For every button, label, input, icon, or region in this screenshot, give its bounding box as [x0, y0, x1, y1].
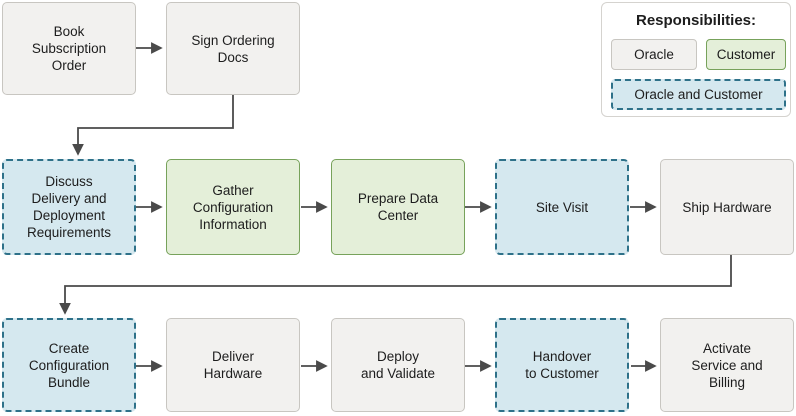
legend-responsibilities: Responsibilities: Oracle Customer Oracle… — [601, 2, 791, 117]
flow-step-sign-ordering-docs: Sign Ordering Docs — [166, 2, 300, 95]
flow-step-handover-to-customer: Handover to Customer — [495, 318, 629, 412]
flow-step-site-visit: Site Visit — [495, 159, 629, 255]
legend-swatch-oracle-and-customer: Oracle and Customer — [611, 79, 786, 110]
legend-swatch-oracle: Oracle — [611, 39, 697, 70]
flow-step-prepare-data-center: Prepare Data Center — [331, 159, 465, 255]
flow-step-ship-hardware: Ship Hardware — [660, 159, 794, 255]
flow-step-activate-service-and-billing: Activate Service and Billing — [660, 318, 794, 412]
flow-step-deliver-hardware: Deliver Hardware — [166, 318, 300, 412]
flow-step-book-subscription-order: Book Subscription Order — [2, 2, 136, 95]
legend-swatch-customer: Customer — [706, 39, 786, 70]
arrow-sign-to-discuss — [72, 95, 234, 156]
flow-step-deploy-and-validate: Deploy and Validate — [331, 318, 465, 412]
flow-step-discuss-delivery-deployment-requirements: Discuss Delivery and Deployment Requirem… — [2, 159, 136, 255]
flow-step-gather-configuration-information: Gather Configuration Information — [166, 159, 300, 255]
legend-title: Responsibilities: — [635, 12, 757, 29]
flow-step-create-configuration-bundle: Create Configuration Bundle — [2, 318, 136, 412]
arrow-ship-to-create — [59, 255, 732, 315]
